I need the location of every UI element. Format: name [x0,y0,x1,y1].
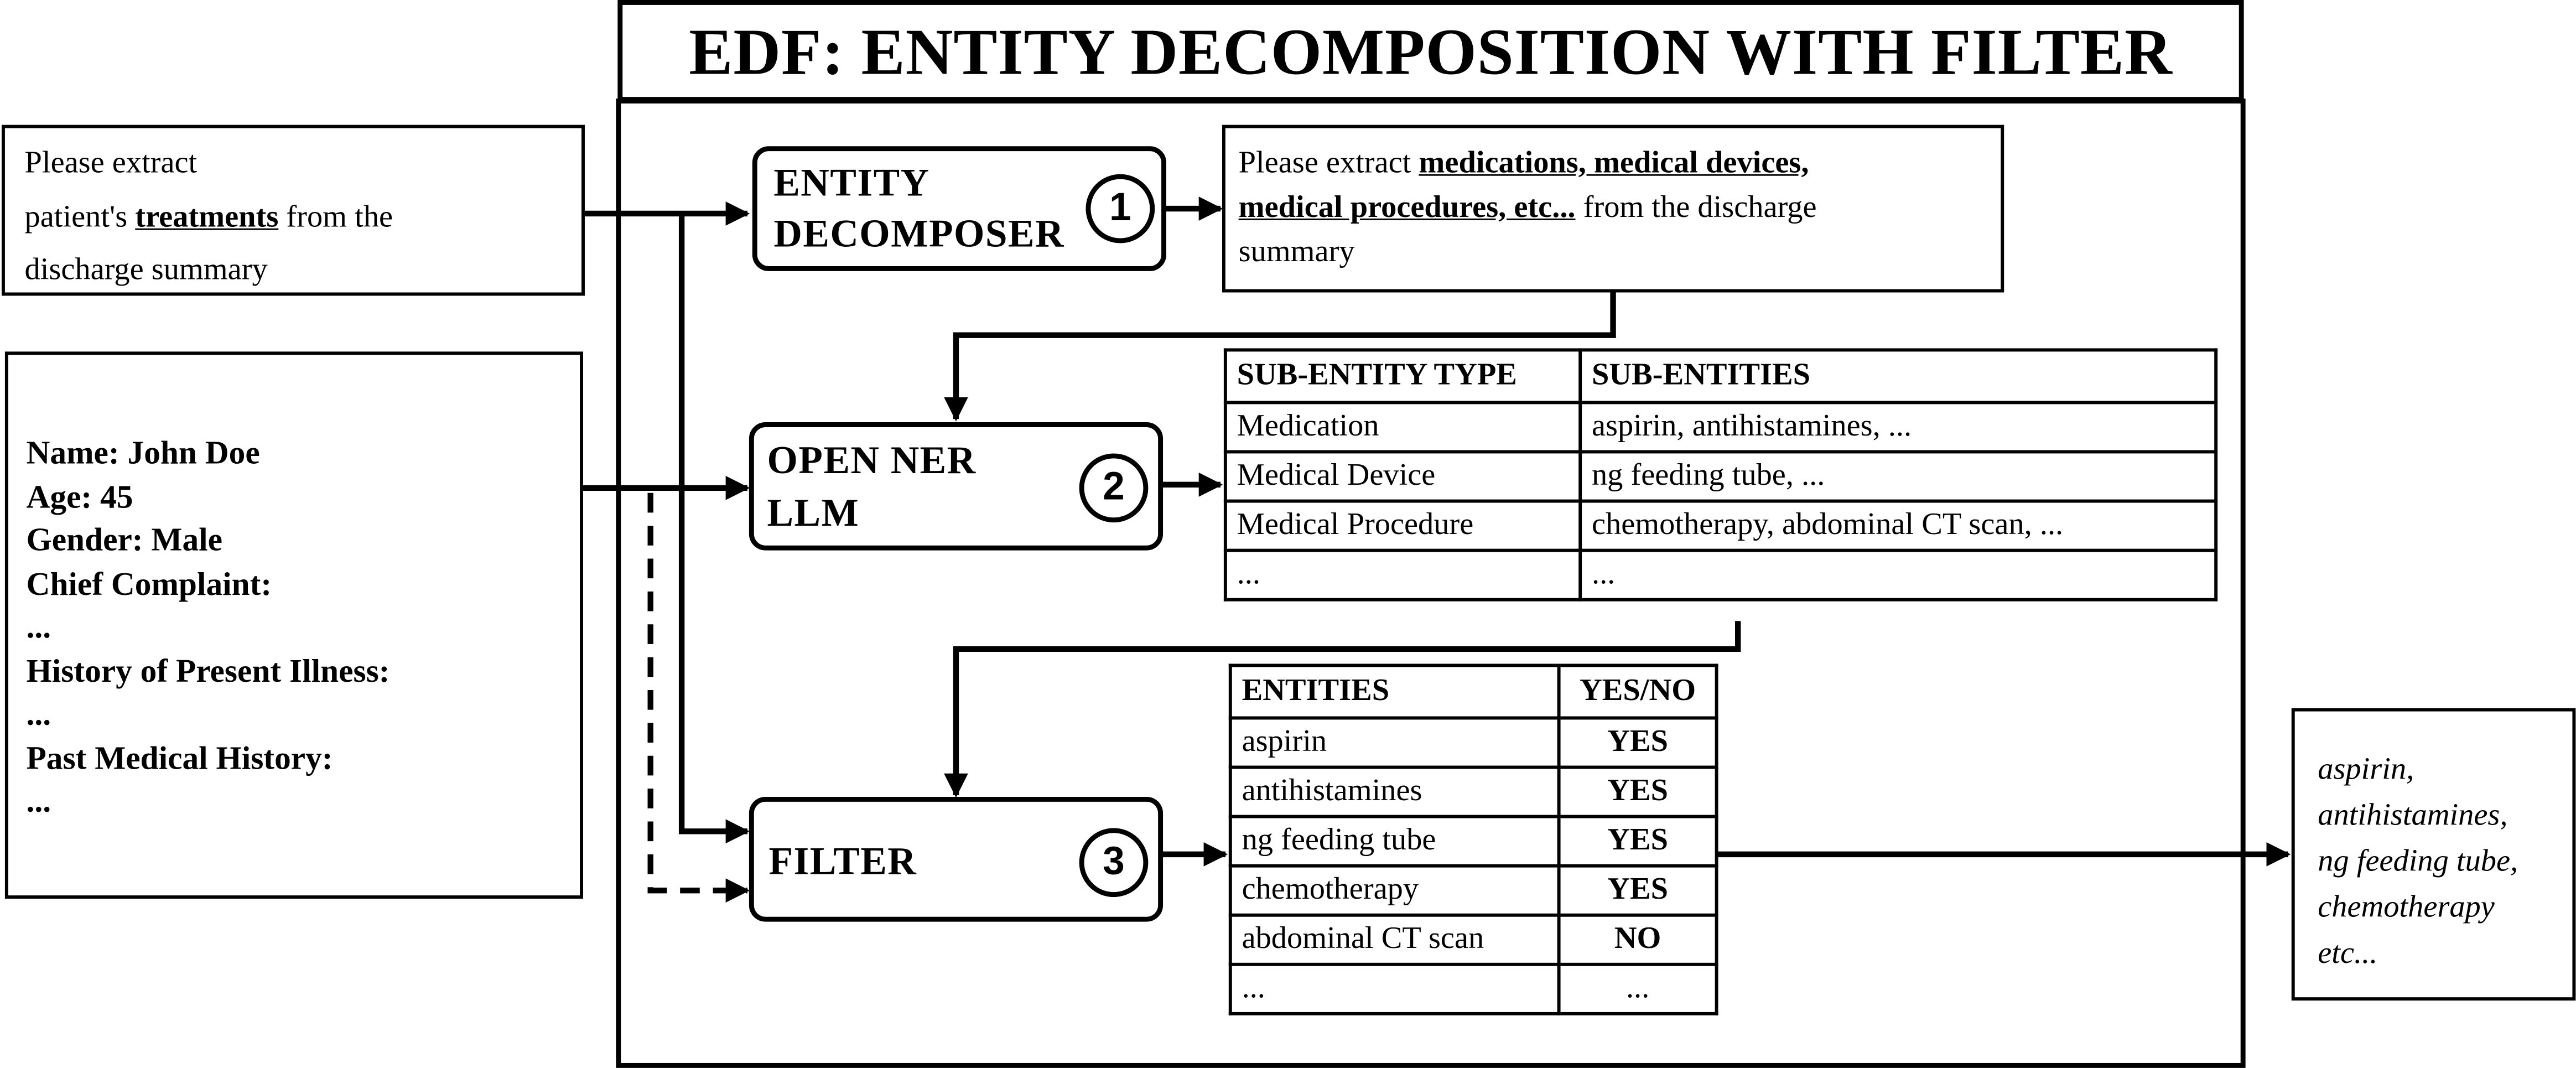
table-row: ... ... [1223,548,2218,602]
column-header: YES/NO [1557,663,1718,720]
subentity-keywords-2: medical procedures, etc... [1238,190,1576,225]
record-line: Chief Complaint: [26,566,272,603]
column-header: SUB-ENTITIES [1578,348,2218,405]
record-line: ... [26,696,51,733]
treatments-keyword: treatments [135,199,279,235]
record-line: Past Medical History: [26,740,333,776]
filter-decision-table: ENTITIES YES/NO aspirin YES antihistamin… [1228,663,1718,1015]
subentity-keywords-1: medications, medical devices, [1419,146,1809,181]
decision-cell: ... [1557,962,1718,1015]
diagram-title: EDF: ENTITY DECOMPOSITION WITH FILTER [617,0,2244,102]
record-line: ... [26,784,51,820]
table-cell: aspirin [1228,716,1561,769]
table-cell: ng feeding tube, ... [1578,450,2218,503]
table-row: chemotherapy YES [1228,864,1718,917]
arrow-table-to-filter [944,621,1741,798]
column-header: SUB-ENTITY TYPE [1223,348,1582,405]
decision-cell: YES [1557,716,1718,769]
user-prompt-box: Please extract patient's treatments from… [1,125,585,296]
table-cell: ... [1228,962,1561,1015]
decision-cell: NO [1557,913,1718,966]
record-line: Gender: Male [26,522,223,559]
ner-label-line1: OPEN NER [767,440,977,483]
table-cell: Medication [1223,401,1582,454]
table-cell: chemotherapy, abdominal CT scan, ... [1578,499,2218,552]
decomposer-label-line2: DECOMPOSER [773,214,1064,257]
entity-decomposer-module: ENTITY DECOMPOSER 1 [752,146,1166,271]
table-cell: ... [1223,548,1582,602]
filter-label: FILTER [768,841,917,884]
arrow-prompt-to-ner [944,292,1616,422]
output-line: ng feeding tube, [2318,844,2518,879]
table-cell: Medical Device [1223,450,1582,503]
table-row: Medication aspirin, antihistamines, ... [1223,401,2218,454]
table-row: abdominal CT scan NO [1228,913,1718,966]
output-line: chemotherapy [2318,890,2495,925]
table-row: Medical Procedure chemotherapy, abdomina… [1223,499,2218,552]
output-line: etc... [2318,936,2378,971]
decision-cell: YES [1557,765,1718,818]
pipeline-frame [616,98,2246,1068]
output-entities-box: aspirin, antihistamines, ng feeding tube… [2291,708,2576,1001]
decomposed-prompt-box: Please extract medications, medical devi… [1222,125,2004,293]
dashed-arrow-record-to-filter [647,492,750,903]
column-header: ENTITIES [1228,663,1561,720]
open-ner-llm-module: OPEN NER LLM 2 [749,422,1164,551]
table-row: antihistamines YES [1228,765,1718,818]
decision-cell: YES [1557,815,1718,868]
decomposer-label-line1: ENTITY [773,162,930,206]
table-row: aspirin YES [1228,716,1718,769]
ner-label-line2: LLM [767,493,860,537]
sub-entity-table: SUB-ENTITY TYPE SUB-ENTITIES Medication … [1223,348,2218,602]
table-cell: chemotherapy [1228,864,1561,917]
step-3-badge: 3 [1079,828,1149,898]
record-line: Age: 45 [26,479,133,515]
table-cell: aspirin, antihistamines, ... [1578,401,2218,454]
record-line: History of Present Illness: [26,653,390,689]
table-cell: ng feeding tube [1228,815,1561,868]
table-cell: Medical Procedure [1223,499,1582,552]
filter-module: FILTER 3 [749,796,1164,922]
table-cell: ... [1578,548,2218,602]
arrow-prompt-to-filter [678,213,750,844]
output-line: antihistamines, [2318,798,2508,833]
user-prompt-line2: patient's treatments from the [24,199,393,235]
table-cell: abdominal CT scan [1228,913,1561,966]
table-header-row: ENTITIES YES/NO [1228,663,1718,720]
table-row: ng feeding tube YES [1228,815,1718,868]
decision-cell: YES [1557,864,1718,917]
step-1-badge: 1 [1086,174,1155,243]
table-row: Medical Device ng feeding tube, ... [1223,450,2218,503]
table-header-row: SUB-ENTITY TYPE SUB-ENTITIES [1223,348,2218,405]
user-prompt-line1: Please extract [24,146,198,181]
output-line: aspirin, [2318,752,2414,787]
record-line: ... [26,609,51,646]
discharge-summary-record: Name: John Doe Age: 45 Gender: Male Chie… [4,351,583,899]
record-line: Name: John Doe [26,435,260,472]
table-cell: antihistamines [1228,765,1561,818]
step-2-badge: 2 [1079,453,1149,523]
user-prompt-line3: discharge summary [24,253,268,288]
table-row: ... ... [1228,962,1718,1015]
